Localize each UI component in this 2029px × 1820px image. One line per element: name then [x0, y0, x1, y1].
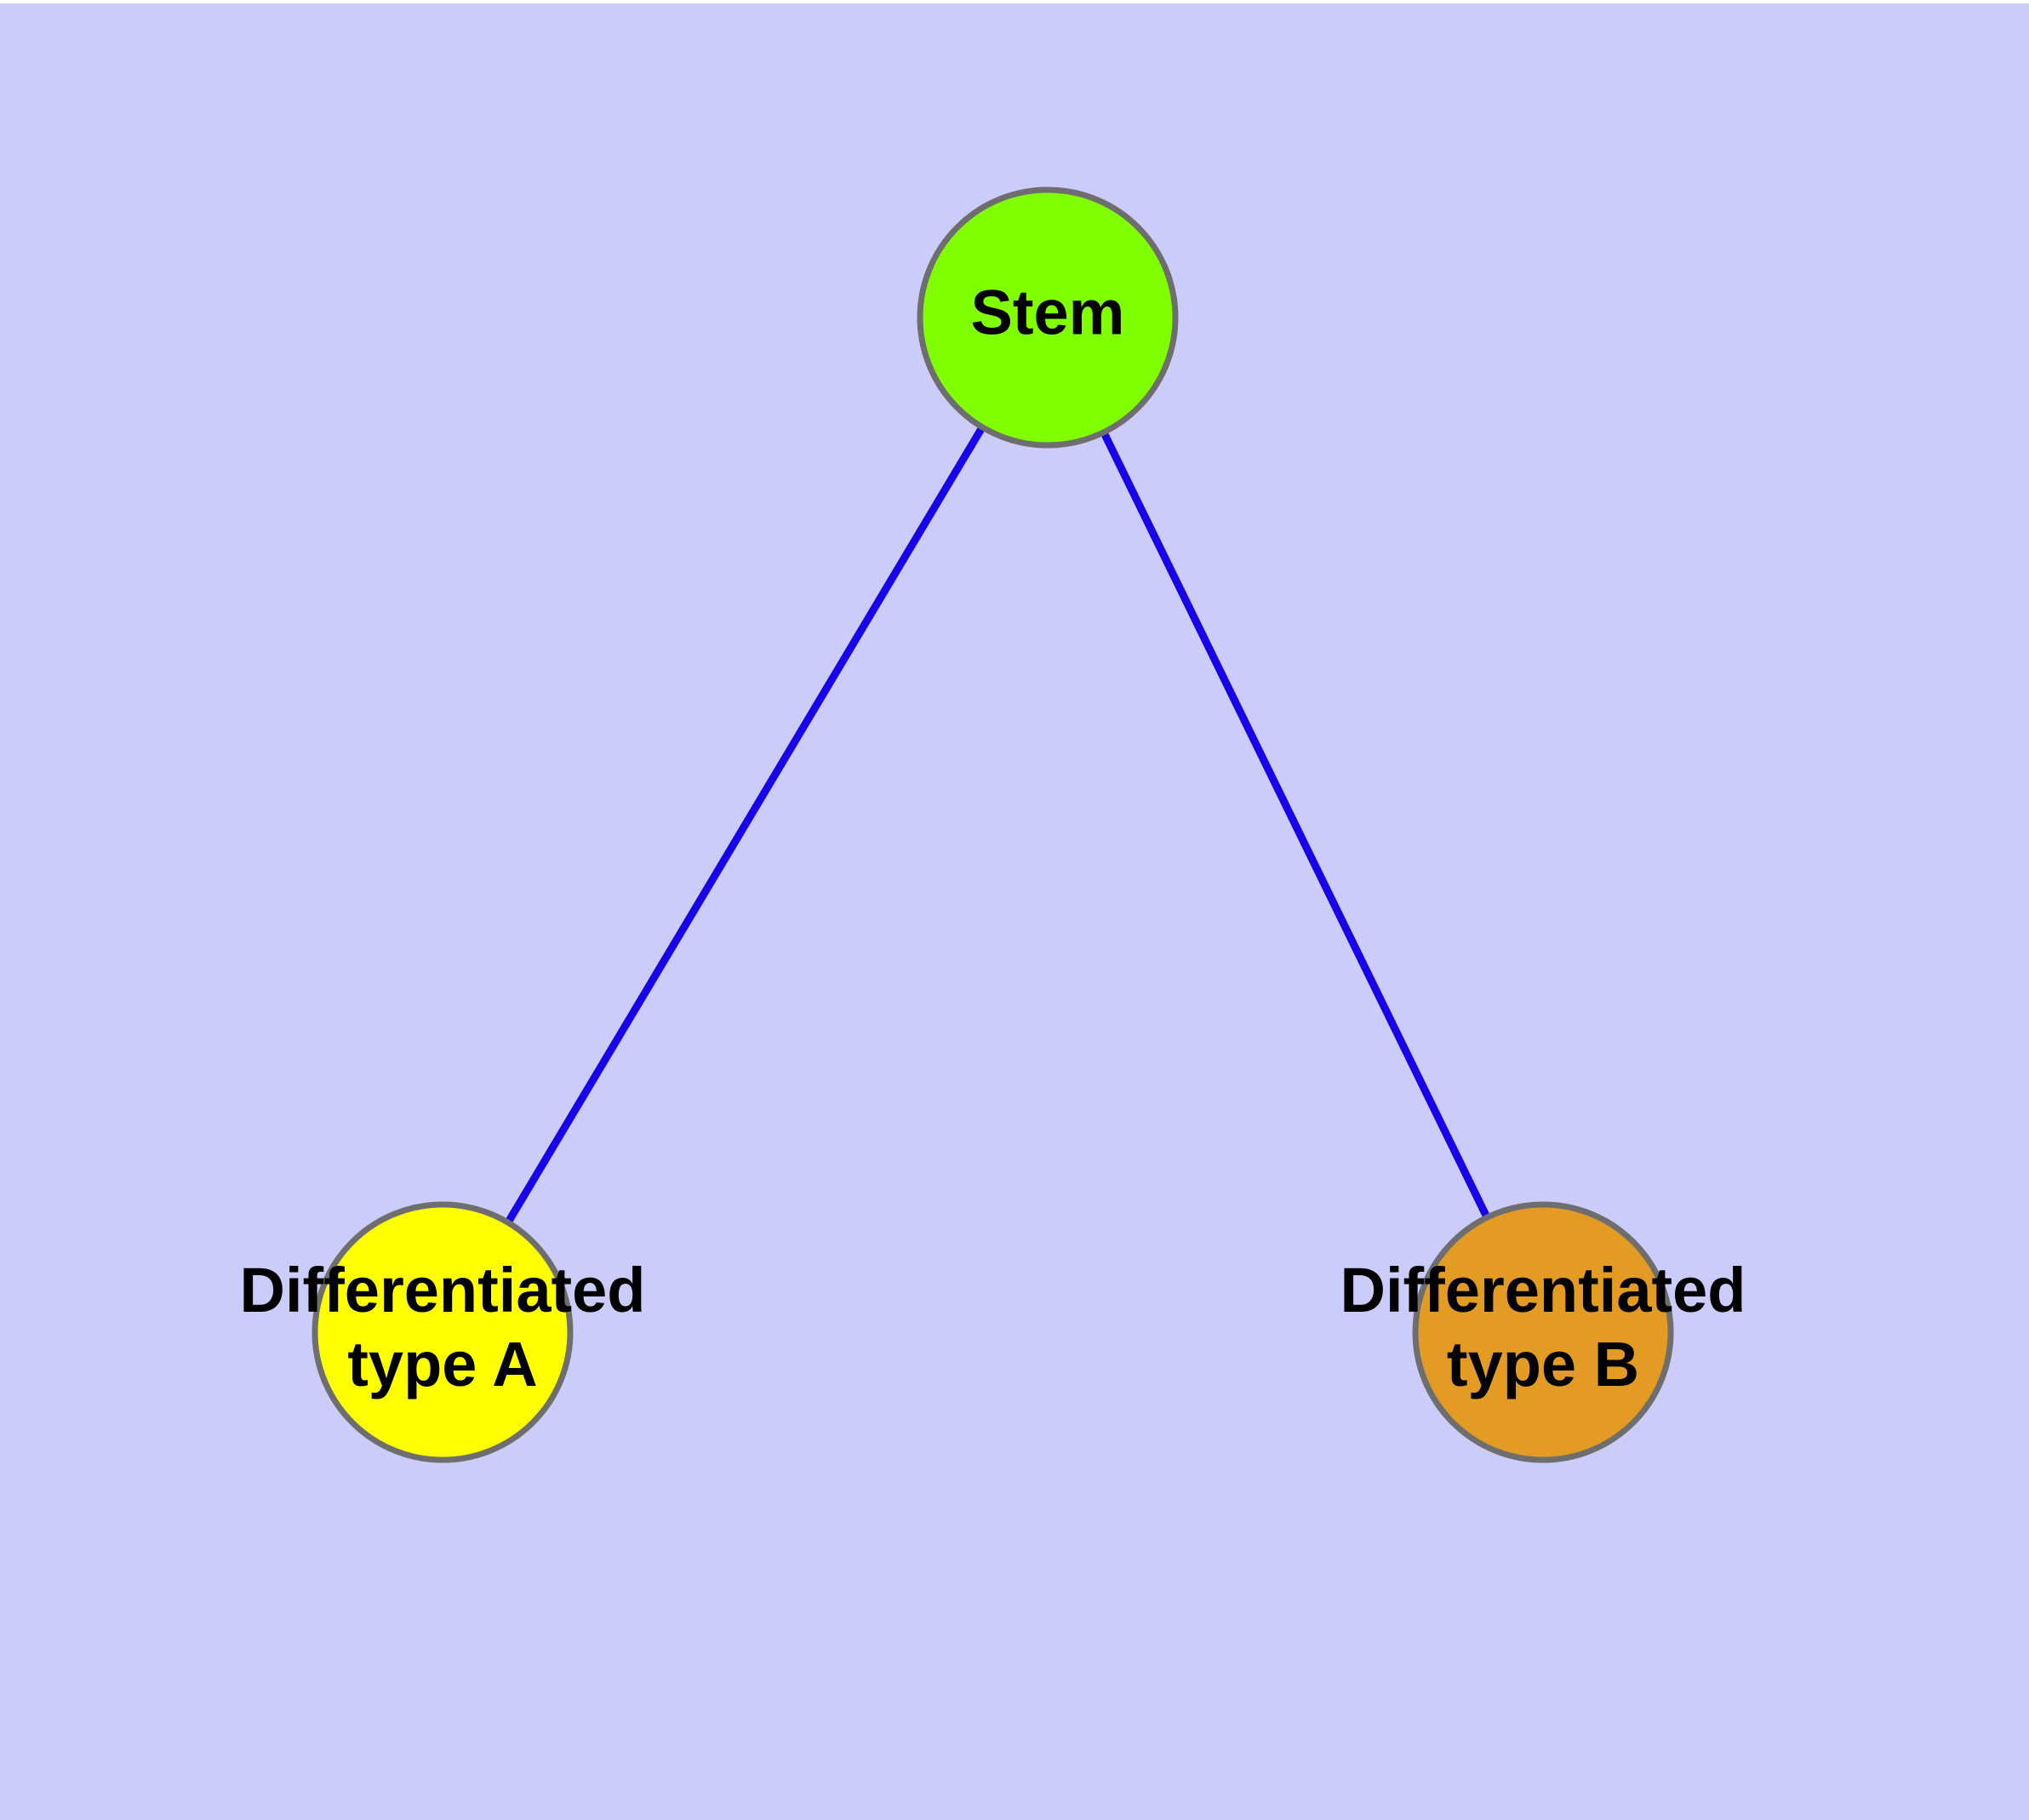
node-stem-circle[interactable] [917, 186, 1179, 449]
node-stem-label-line-1: Stem [971, 278, 1125, 348]
node-differentiated-type-a-label-line-1: Differentiated [240, 1255, 646, 1325]
node-differentiated-type-a[interactable]: Differentiated type A [240, 1201, 646, 1463]
node-differentiated-type-b-label-line-1: Differentiated [1340, 1255, 1746, 1325]
node-stem[interactable]: Stem [917, 186, 1179, 449]
edge-stem-to-differentiated-type-b[interactable] [1043, 316, 1547, 1334]
edges-layer [439, 315, 1547, 1335]
node-differentiated-type-a-circle[interactable] [311, 1201, 574, 1463]
node-differentiated-type-b-label-line-2: type B [1447, 1329, 1639, 1399]
node-differentiated-type-b-circle[interactable] [1412, 1201, 1674, 1463]
nodes-layer: Stem Differentiated type A Differentiate… [240, 186, 1746, 1463]
edge-stem-to-differentiated-type-a[interactable] [439, 315, 1051, 1335]
node-differentiated-type-b[interactable]: Differentiated type B [1340, 1201, 1746, 1463]
node-differentiated-type-a-label-line-2: type A [347, 1329, 537, 1399]
